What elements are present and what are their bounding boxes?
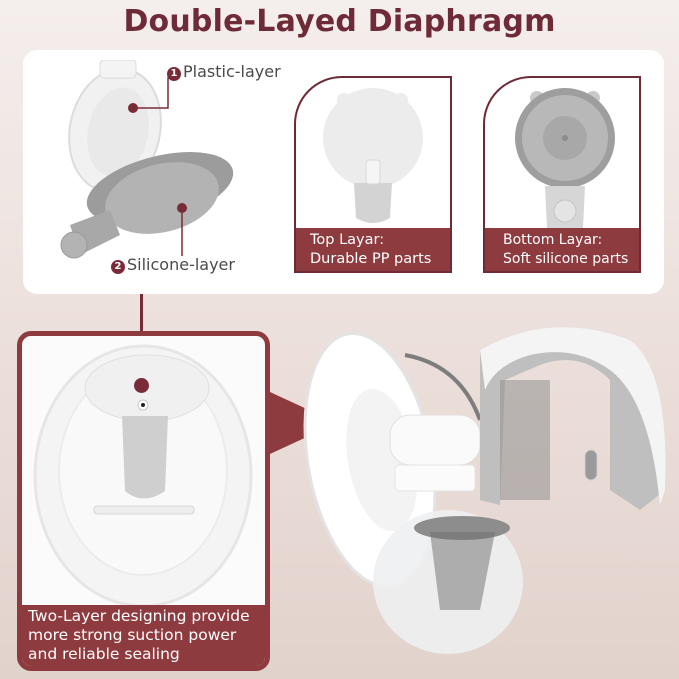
page-title: Double-Layed Diaphragm xyxy=(123,4,556,39)
flange-caption: Two-Layer designing provide more strong … xyxy=(22,605,265,666)
flange-image xyxy=(33,344,253,608)
bottom-layer-panel: Bottom Layar: Soft silicone parts xyxy=(483,76,641,273)
number-badge: 2 xyxy=(111,260,125,274)
exploded-diaphragm-image xyxy=(60,60,234,259)
bottom-layer-caption: Bottom Layar: Soft silicone parts xyxy=(485,228,639,271)
top-layer-caption: Top Layar: Durable PP parts xyxy=(296,228,450,271)
number-badge: 1 xyxy=(167,67,181,81)
top-layer-image xyxy=(323,88,423,223)
bottom-layer-image xyxy=(515,88,615,233)
top-layer-panel: Top Layar: Durable PP parts xyxy=(294,76,452,273)
connector-dot xyxy=(134,378,149,393)
breast-pump-image xyxy=(303,327,666,654)
